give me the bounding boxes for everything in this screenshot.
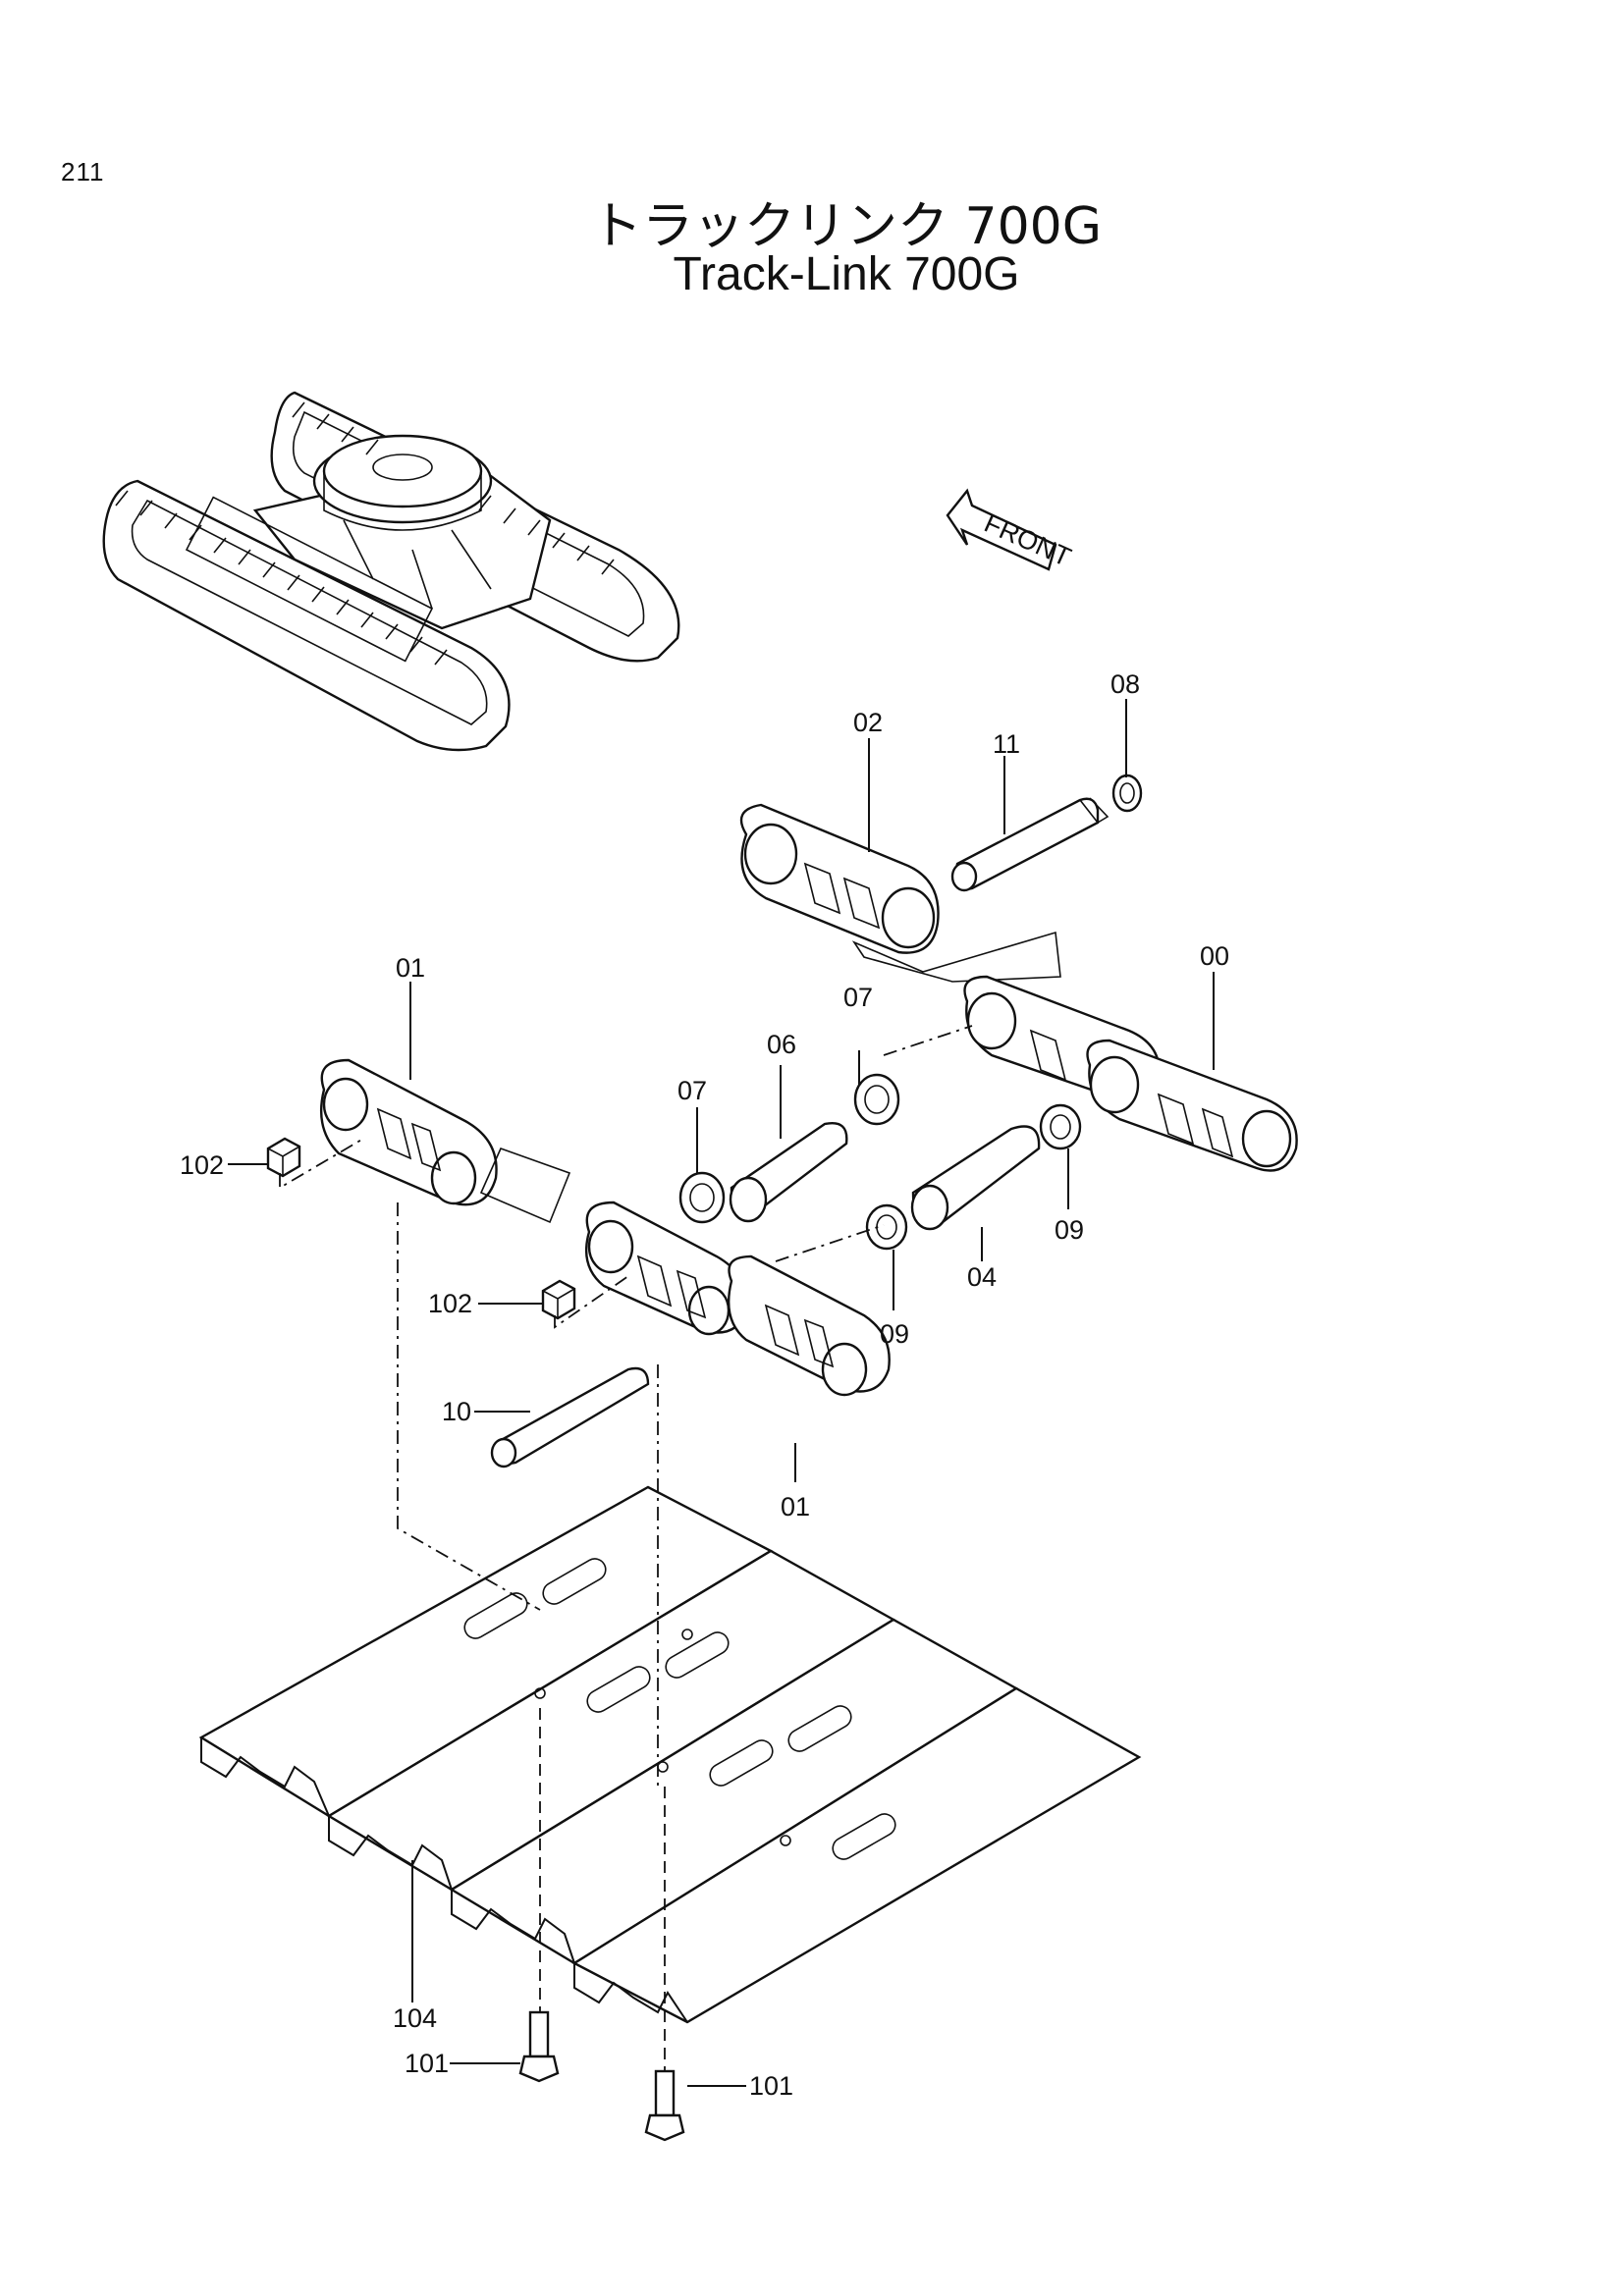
- bolt-101-right: [644, 2069, 685, 2142]
- bushing-04: [910, 1125, 1041, 1231]
- label-04: 04: [967, 1262, 997, 1292]
- label-00: 00: [1200, 941, 1229, 971]
- label-102-upper: 102: [180, 1150, 224, 1180]
- track-pin-10: [490, 1366, 650, 1468]
- bolt-101-left: [518, 2010, 560, 2083]
- label-07-upper: 07: [843, 983, 873, 1012]
- leader-lines: [228, 699, 1215, 2087]
- label-01-upper: 01: [396, 953, 425, 983]
- label-06: 06: [767, 1030, 796, 1059]
- label-07-lower: 07: [677, 1076, 707, 1105]
- front-direction-arrow: FRONT: [946, 488, 1075, 572]
- spacer-09-left: [865, 1203, 908, 1251]
- front-arrow-label: FRONT: [980, 508, 1075, 572]
- label-11: 11: [993, 729, 1020, 759]
- track-shoes-104: [198, 1485, 1142, 2024]
- label-01-lower: 01: [781, 1492, 810, 1522]
- label-101-left: 101: [405, 2049, 449, 2078]
- label-10: 10: [442, 1397, 471, 1426]
- nut-102-lower: [541, 1279, 576, 1320]
- track-link-01-upper: [320, 1058, 571, 1224]
- master-pin-11: [950, 797, 1110, 892]
- label-09-left: 09: [880, 1319, 909, 1349]
- bushing-06: [729, 1122, 848, 1223]
- assembly-lines: [279, 1025, 973, 2071]
- master-link-02: [739, 803, 1061, 983]
- snap-ring-08: [1111, 774, 1143, 813]
- page-number: 211: [61, 157, 105, 187]
- label-104: 104: [393, 2003, 437, 2033]
- track-link-01-lower: [585, 1201, 891, 1397]
- label-101-right: 101: [749, 2071, 793, 2101]
- spacer-09-right: [1039, 1103, 1082, 1150]
- title-english: Track-Link 700G: [673, 248, 1020, 300]
- nut-102-upper: [266, 1137, 301, 1178]
- seal-07-upper: [853, 1073, 900, 1126]
- title-japanese: トラックリンク 700G: [590, 197, 1103, 256]
- seal-07-lower: [678, 1171, 726, 1224]
- label-02: 02: [853, 708, 883, 737]
- label-102-lower: 102: [428, 1289, 472, 1318]
- link-assembly-00: [963, 975, 1298, 1172]
- label-08: 08: [1110, 669, 1140, 699]
- undercarriage-overview: [102, 391, 680, 752]
- label-09-right: 09: [1055, 1215, 1084, 1245]
